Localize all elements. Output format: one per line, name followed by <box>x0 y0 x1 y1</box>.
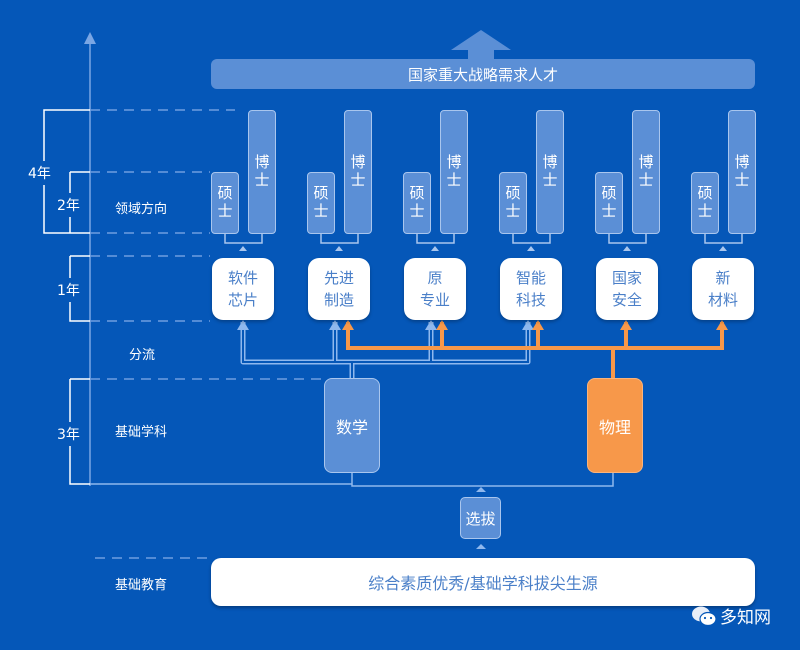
degree-arrow <box>527 246 535 251</box>
degree-master: 硕士 <box>211 172 239 234</box>
field-line: 科技 <box>515 291 546 309</box>
degree-master: 硕士 <box>307 172 335 234</box>
degree-doctor: 博士 <box>536 110 564 234</box>
wechat-icon <box>692 606 717 626</box>
duration-3-year: 3年 <box>57 422 80 446</box>
field-box-software-chips: 软件芯片 <box>212 258 274 320</box>
degree-arrow <box>335 246 343 251</box>
duration-2-year: 2年 <box>57 193 80 217</box>
field-box-national-security: 国家安全 <box>596 258 658 320</box>
field-line: 专业 <box>419 291 450 309</box>
degree-link <box>320 234 359 244</box>
foundation-box: 综合素质优秀/基础学科拔尖生源 <box>211 558 755 606</box>
field-line: 芯片 <box>227 291 258 309</box>
field-line: 材料 <box>707 291 738 309</box>
degree-master: 硕士 <box>499 172 527 234</box>
field-line: 原 <box>427 269 443 287</box>
degree-doctor: 博士 <box>248 110 276 234</box>
field-box-new-materials: 新材料 <box>692 258 754 320</box>
field-line: 新 <box>715 269 731 287</box>
duration-1-year: 1年 <box>57 278 80 302</box>
stage-basic-subject: 基础学科 <box>115 425 168 440</box>
selection-box: 选拔 <box>460 497 501 539</box>
stage-field-direction: 领域方向 <box>115 202 168 217</box>
degree-arrow <box>623 246 631 251</box>
field-box-original-major: 原专业 <box>404 258 466 320</box>
degree-arrow <box>431 246 439 251</box>
degree-link <box>416 234 455 244</box>
subject-physics: 物理 <box>587 378 643 473</box>
degree-arrow <box>239 246 247 251</box>
degree-master: 硕士 <box>691 172 719 234</box>
watermark-text: 多知网 <box>720 608 771 628</box>
field-line: 制造 <box>323 291 354 309</box>
subject-math: 数学 <box>324 378 380 473</box>
stage-diversion: 分流 <box>129 348 156 363</box>
field-line: 国家 <box>611 269 642 287</box>
degree-master: 硕士 <box>403 172 431 234</box>
field-box-intelligent-tech: 智能科技 <box>500 258 562 320</box>
field-line: 先进 <box>323 269 354 287</box>
degree-doctor: 博士 <box>440 110 468 234</box>
field-line: 软件 <box>227 269 258 287</box>
national-talent-banner: 国家重大战略需求人才 <box>211 59 755 89</box>
degree-link <box>704 234 743 244</box>
field-line: 智能 <box>515 269 546 287</box>
degree-arrow <box>719 246 727 251</box>
stage-basic-education: 基础教育 <box>115 578 168 593</box>
duration-4-year: 4年 <box>28 161 51 185</box>
degree-doctor: 博士 <box>632 110 660 234</box>
degree-link <box>224 234 263 244</box>
field-line: 安全 <box>611 291 642 309</box>
degree-link <box>608 234 647 244</box>
field-box-advanced-manufacturing: 先进制造 <box>308 258 370 320</box>
degree-link <box>512 234 551 244</box>
watermark: 多知网 <box>690 603 771 628</box>
degree-doctor: 博士 <box>728 110 756 234</box>
degree-master: 硕士 <box>595 172 623 234</box>
degree-doctor: 博士 <box>344 110 372 234</box>
